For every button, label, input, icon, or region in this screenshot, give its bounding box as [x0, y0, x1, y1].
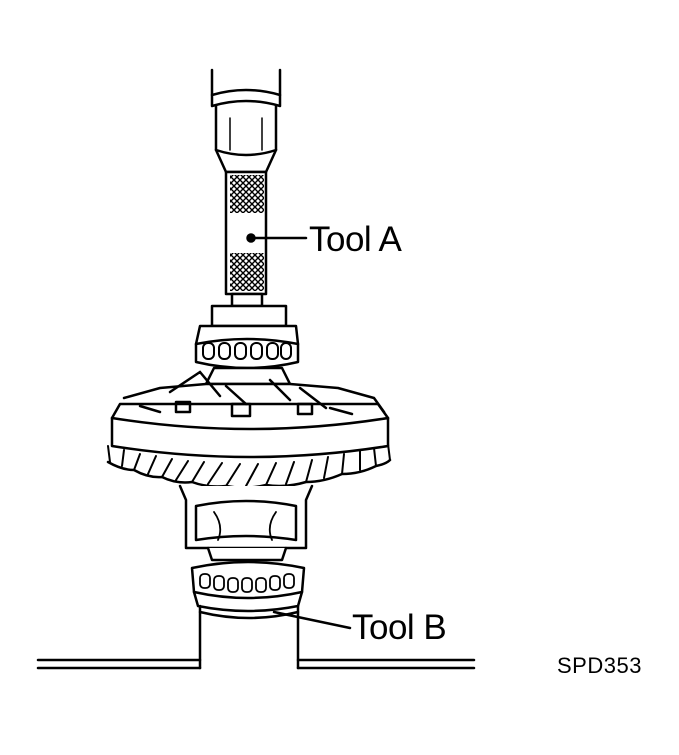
tool-a-label: Tool A — [309, 220, 402, 259]
tool-a-shaft — [224, 170, 268, 308]
ring-gear — [106, 402, 392, 489]
press-ram — [210, 68, 282, 174]
tool-b-block — [198, 604, 300, 670]
differential-case — [122, 366, 386, 418]
lower-case-body — [178, 484, 314, 562]
figure-code-label: SPD353 — [557, 653, 642, 678]
upper-bearing — [194, 304, 300, 370]
tool-b-label: Tool B — [352, 608, 447, 647]
work-surface — [36, 658, 476, 670]
lower-bearing — [190, 560, 306, 613]
tool-b-leader-line — [272, 610, 352, 630]
